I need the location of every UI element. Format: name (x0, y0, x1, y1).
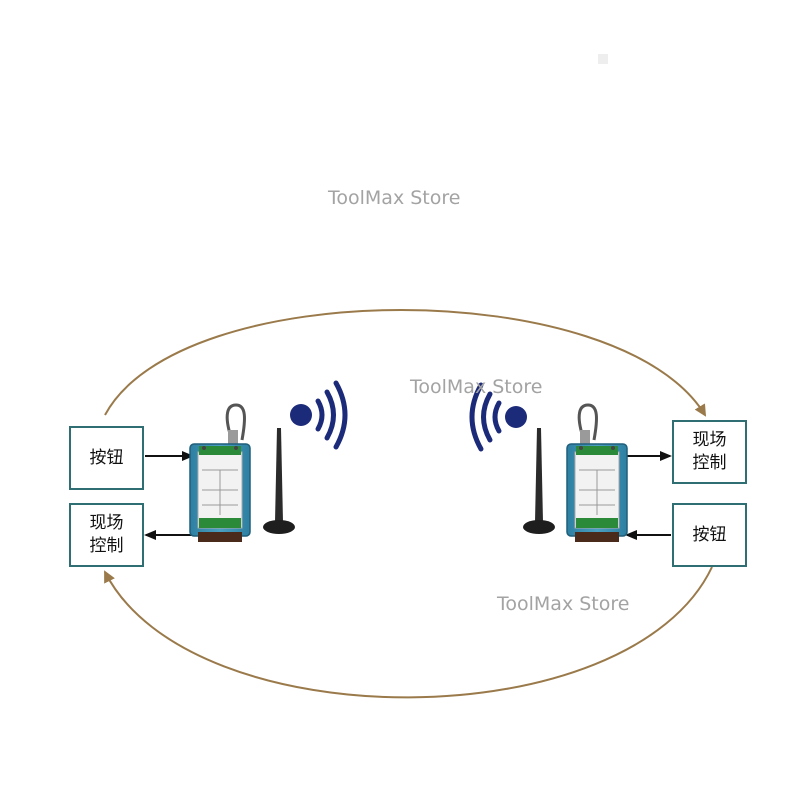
top-artifact (598, 54, 608, 64)
left-button-box: 按钮 (69, 426, 144, 490)
left-field-control-box: 现场 控制 (69, 503, 144, 567)
right-antenna-icon (523, 428, 555, 534)
left-signal-waves-icon (290, 380, 348, 450)
top-loop-arrow (104, 309, 707, 417)
watermark-middle: ToolMax Store (410, 376, 543, 398)
left-button-label: 按钮 (89, 447, 124, 468)
watermark-top: ToolMax Store (328, 187, 461, 209)
left-wireless-module-icon (189, 403, 251, 542)
right-field-control-line2: 控制 (692, 453, 727, 473)
right-signal-waves-icon (469, 382, 527, 452)
right-field-control-line1: 现场 (692, 430, 727, 451)
right-button-box: 按钮 (672, 503, 747, 567)
left-field-control-line1: 现场 (89, 513, 124, 534)
right-button-label: 按钮 (692, 524, 727, 545)
watermark-bottom: ToolMax Store (497, 593, 630, 615)
left-antenna-icon (263, 428, 295, 534)
right-wireless-module-icon (566, 403, 628, 542)
bottom-loop-arrow (104, 566, 713, 699)
left-field-control-line2: 控制 (89, 536, 124, 556)
right-field-control-box: 现场 控制 (672, 420, 747, 484)
